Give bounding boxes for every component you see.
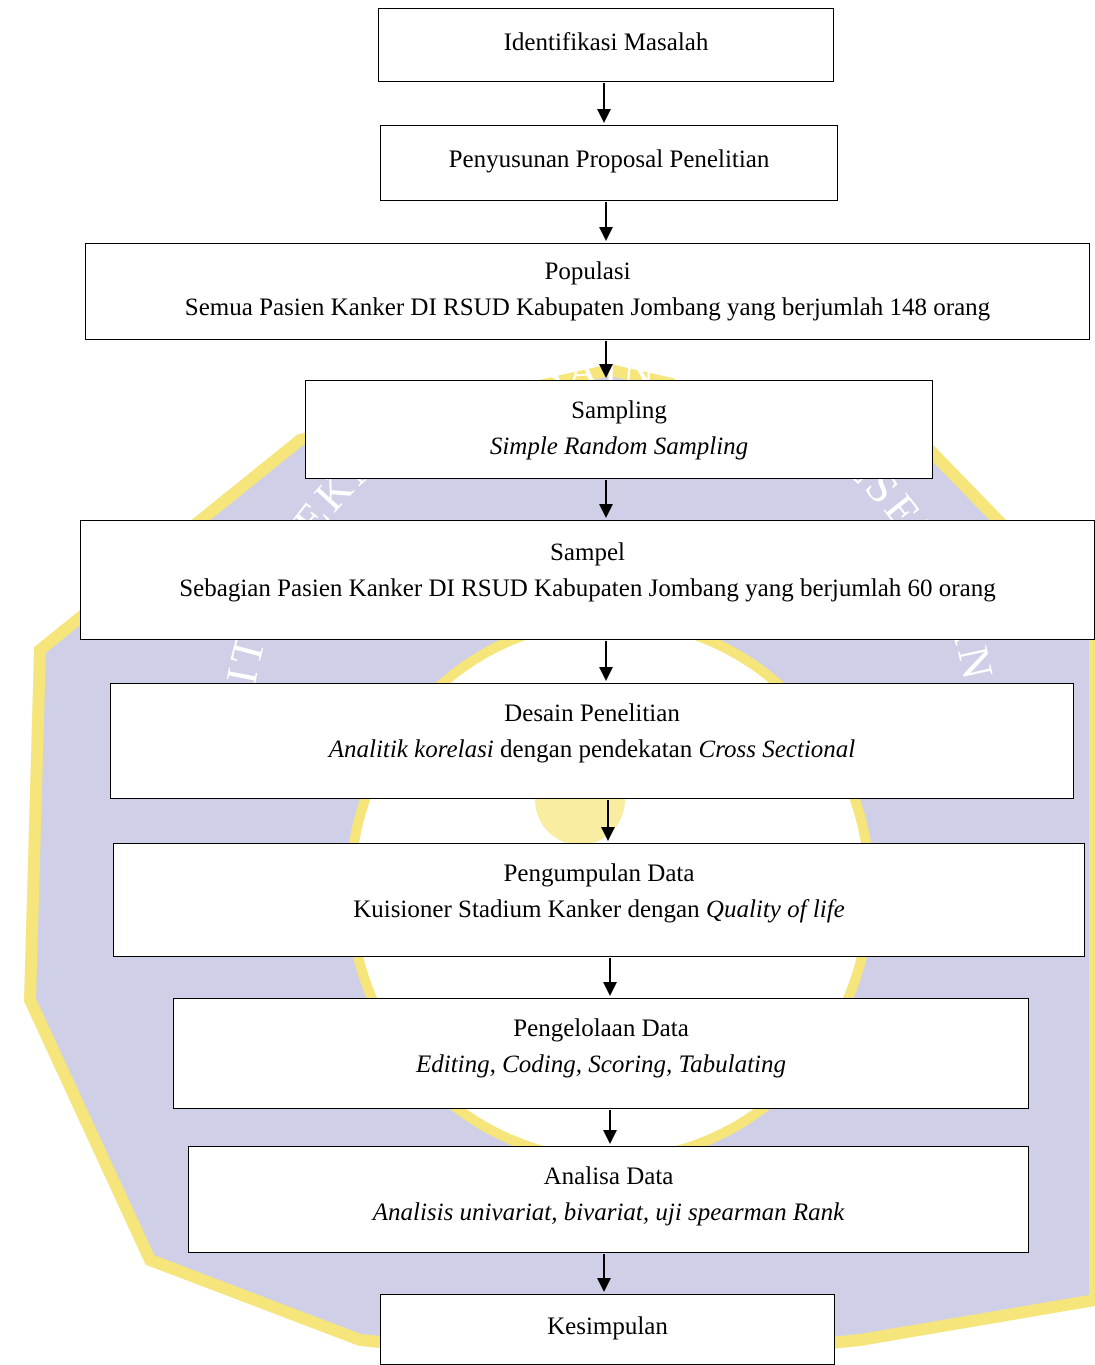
step-pengelolaan-data: Pengelolaan Data Editing, Coding, Scorin… bbox=[173, 998, 1029, 1109]
step-detail: Analisis univariat, bivariat, uji spearm… bbox=[372, 1199, 845, 1226]
arrow-sampling-to-sampel bbox=[596, 480, 616, 518]
arrow-proposal-to-populasi bbox=[596, 202, 616, 241]
step-kesimpulan: Kesimpulan bbox=[380, 1294, 835, 1365]
arrow-sampel-to-desain bbox=[596, 641, 616, 681]
step-pengumpulan-data: Pengumpulan Data Kuisioner Stadium Kanke… bbox=[113, 843, 1085, 957]
step-title: Kesimpulan bbox=[547, 1313, 668, 1340]
step-detail: Kuisioner Stadium Kanker dengan Quality … bbox=[353, 896, 845, 923]
step-penyusunan-proposal: Penyusunan Proposal Penelitian bbox=[380, 125, 838, 201]
step-populasi: Populasi Semua Pasien Kanker DI RSUD Kab… bbox=[85, 243, 1090, 340]
step-title: Sampling bbox=[571, 397, 667, 424]
arrow-desain-to-pengumpulan bbox=[598, 800, 618, 841]
arrow-pengumpulan-to-pengelolaan bbox=[600, 958, 620, 996]
step-detail: Semua Pasien Kanker DI RSUD Kabupaten Jo… bbox=[184, 294, 991, 321]
arrow-identifikasi-to-proposal bbox=[594, 83, 614, 123]
step-detail: Simple Random Sampling bbox=[489, 433, 749, 460]
step-title: Pengelolaan Data bbox=[513, 1015, 689, 1042]
step-detail: Sebagian Pasien Kanker DI RSUD Kabupaten… bbox=[179, 575, 996, 602]
step-title: Desain Penelitian bbox=[504, 700, 680, 727]
arrow-analisa-to-kesimpulan bbox=[594, 1254, 614, 1292]
step-detail: Editing, Coding, Scoring, Tabulating bbox=[416, 1051, 786, 1078]
step-identifikasi-masalah: Identifikasi Masalah bbox=[378, 8, 834, 82]
step-title: Sampel bbox=[550, 539, 625, 566]
arrow-pengelolaan-to-analisa bbox=[600, 1110, 620, 1144]
step-detail: Analitik korelasi dengan pendekatan Cros… bbox=[328, 736, 856, 763]
step-title: Populasi bbox=[544, 258, 631, 285]
step-title: Pengumpulan Data bbox=[503, 860, 695, 887]
step-desain-penelitian: Desain Penelitian Analitik korelasi deng… bbox=[110, 683, 1074, 799]
step-title: Penyusunan Proposal Penelitian bbox=[448, 146, 770, 173]
arrow-populasi-to-sampling bbox=[596, 341, 616, 378]
step-title: Identifikasi Masalah bbox=[503, 29, 709, 56]
step-title: Analisa Data bbox=[543, 1163, 674, 1190]
step-sampel: Sampel Sebagian Pasien Kanker DI RSUD Ka… bbox=[80, 520, 1095, 640]
step-analisa-data: Analisa Data Analisis univariat, bivaria… bbox=[188, 1146, 1029, 1253]
step-sampling: Sampling Simple Random Sampling bbox=[305, 380, 933, 479]
